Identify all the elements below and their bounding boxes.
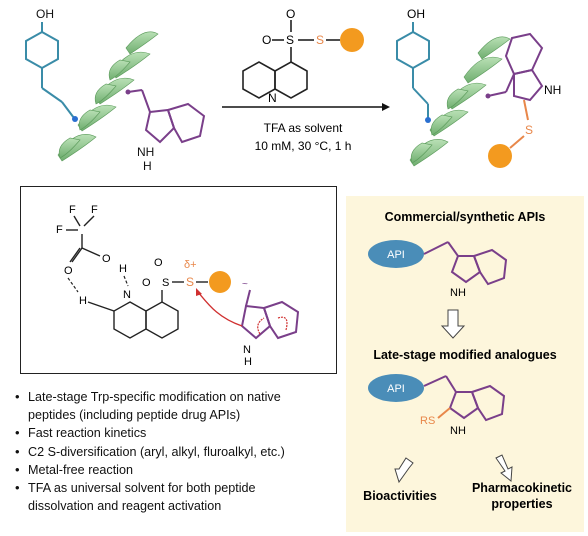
o-hydroxyl-label: O — [102, 253, 111, 265]
api-label-2: API — [387, 383, 405, 395]
mechanism-diagram: F F F O O H H N O S O S δ+ — [56, 204, 300, 368]
nh-label-2: NH — [450, 425, 466, 437]
arrow-down-left — [394, 457, 414, 484]
reagent-o-top: O — [286, 7, 295, 21]
reagent-s2: S — [316, 33, 324, 47]
f2-label: F — [91, 204, 98, 216]
indole-left — [127, 89, 206, 144]
reagent-o-left: O — [262, 33, 271, 47]
bullet-4: Metal-free reaction — [14, 461, 344, 479]
tyr-attach-dot — [72, 116, 78, 122]
h-hydroxyl-label: H — [119, 263, 127, 275]
delta-label: δ+ — [184, 259, 197, 271]
helix-right — [409, 36, 511, 167]
f1-label: F — [69, 204, 76, 216]
application-panel: Commercial/synthetic APIs API NH Late-st… — [346, 196, 584, 532]
conditions-line2: 10 mM, 30 °C, 1 h — [255, 139, 352, 153]
mechanism-box: F F F O O H H N O S O S δ+ — [20, 186, 337, 374]
panel-title-1: Commercial/synthetic APIs — [385, 210, 546, 224]
reagent-n: N — [268, 91, 277, 105]
feature-list: Late-stage Trp-specific modification on … — [14, 388, 344, 515]
api-ellipse-1 — [368, 240, 424, 268]
h-left-label: H — [143, 159, 152, 173]
o-carbonyl-label: O — [64, 265, 73, 277]
panel-diagram: Commercial/synthetic APIs API NH Late-st… — [363, 210, 572, 511]
api-indole-2 — [423, 375, 506, 422]
s1-label: S — [162, 277, 169, 289]
reagent-ball — [340, 28, 364, 52]
product-ball — [488, 144, 512, 168]
quinoline-bonds — [87, 290, 179, 339]
conditions-line1: TFA as solvent — [264, 121, 343, 135]
nh-label-1: NH — [450, 287, 466, 299]
s-right-label: S — [525, 123, 533, 137]
bullet-1: Late-stage Trp-specific modification on … — [14, 388, 344, 424]
arrow-down-1 — [440, 309, 466, 339]
o-s2-label: O — [142, 277, 151, 289]
api-label-1: API — [387, 249, 405, 261]
nh-right-label: NH — [544, 83, 561, 97]
mech-indole — [240, 289, 300, 340]
h-ring-label: H — [79, 295, 87, 307]
mech-ball — [209, 271, 231, 293]
red-arrow-1 — [197, 291, 243, 327]
red-arrow-2 — [277, 316, 288, 331]
arrow-down-right — [495, 454, 513, 482]
bullet-5: TFA as universal solvent for both peptid… — [14, 479, 344, 515]
nh-left-label: NH — [137, 145, 154, 159]
reaction-scheme: OH NH H O O S S N TFA as solvent 10 mM, … — [25, 7, 561, 173]
oh-right-label: OH — [407, 7, 425, 21]
indole-n-label: N — [243, 344, 251, 356]
outcome-pk-line1: Pharmacokinetic — [472, 481, 572, 495]
bullet-3: C2 S-diversification (aryl, alkyl, fluro… — [14, 443, 344, 461]
helix-left — [57, 31, 159, 162]
panel-title-2: Late-stage modified analogues — [373, 348, 556, 362]
reagent-s1: S — [286, 33, 294, 47]
n-quin-label: N — [123, 289, 131, 301]
s2-label: S — [186, 275, 194, 289]
f3-label: F — [56, 224, 63, 236]
tfa-bonds — [66, 215, 101, 263]
api-ellipse-2 — [368, 374, 424, 402]
outcome-pk-line2: properties — [491, 497, 552, 511]
rs-label: RS — [420, 415, 435, 427]
o-s1-label: O — [154, 257, 163, 269]
wavy-label: ~ — [242, 279, 248, 290]
outcome-bioactivities: Bioactivities — [363, 489, 437, 503]
reagent-structure — [242, 20, 314, 99]
indole-h-label: H — [244, 356, 252, 368]
indole-right — [487, 32, 544, 102]
api-indole-1 — [423, 241, 508, 286]
oh-left-label: OH — [36, 7, 54, 21]
tyrosine-right — [396, 22, 430, 120]
bullet-2: Fast reaction kinetics — [14, 424, 344, 442]
tyrosine-left — [25, 22, 75, 119]
